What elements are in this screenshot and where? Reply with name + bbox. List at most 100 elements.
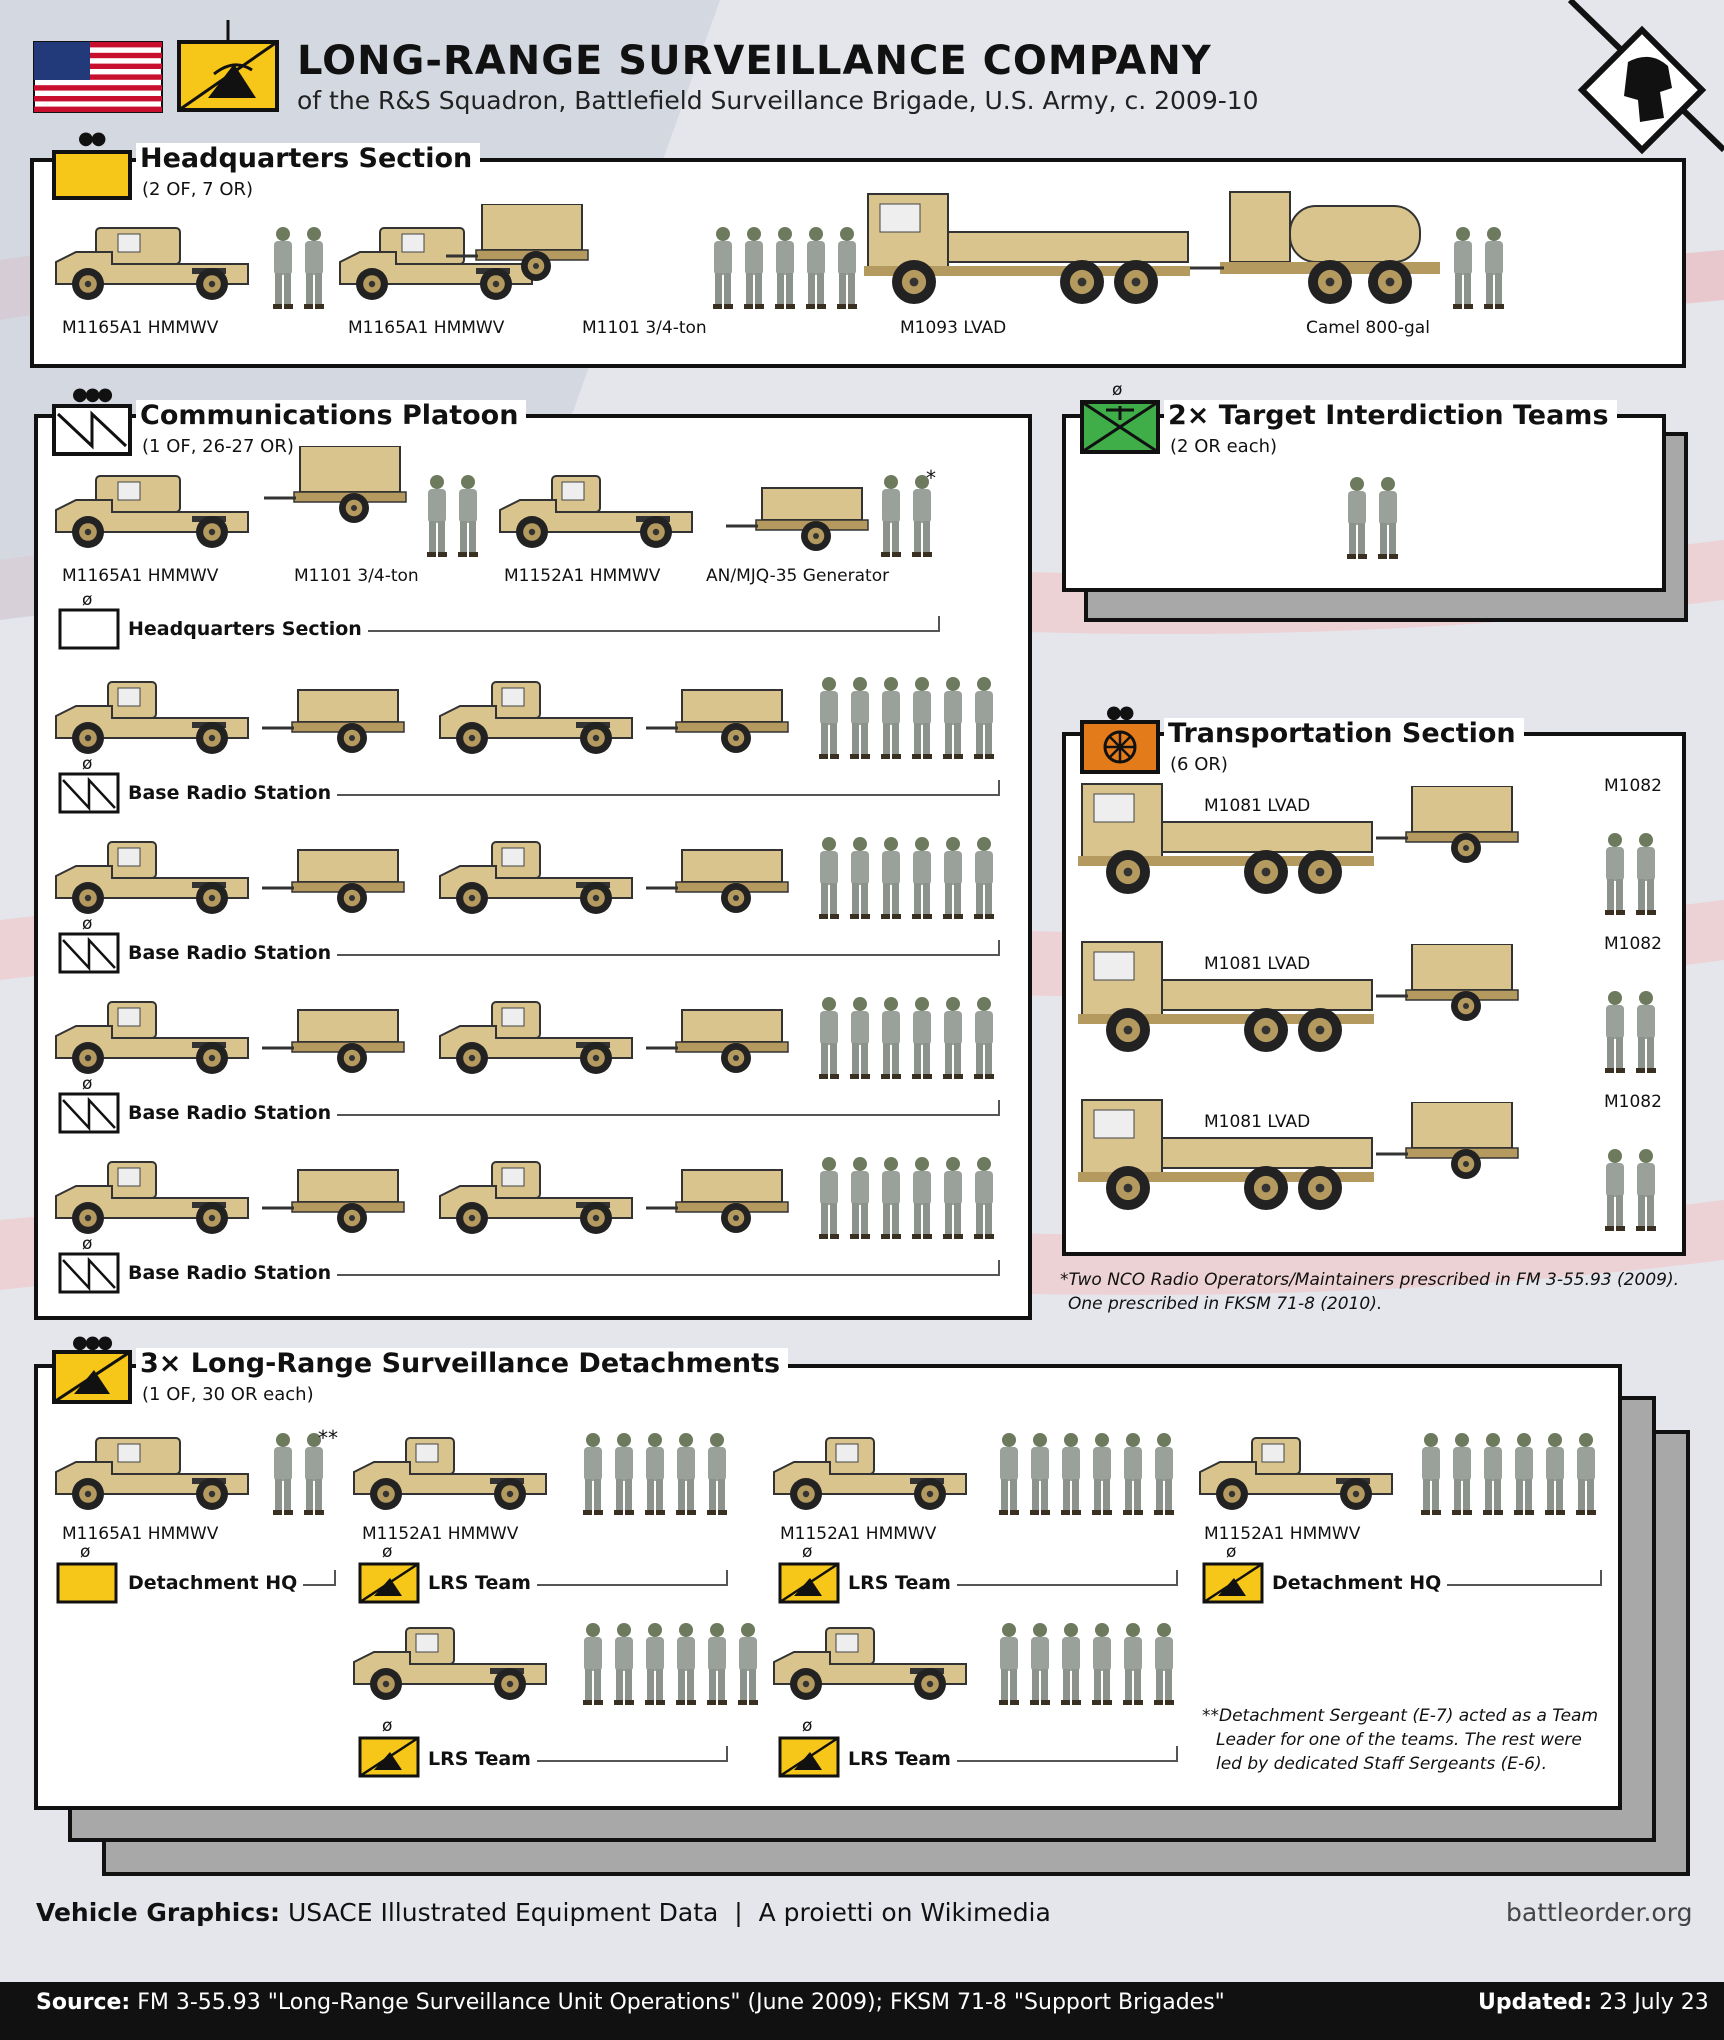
- lrs-soldier: [1154, 1433, 1174, 1515]
- hmmwv-icon: [773, 1437, 967, 1510]
- team-mark: ø: [82, 590, 93, 610]
- lrs-soldier: [676, 1623, 696, 1705]
- site-link[interactable]: battleorder.org: [1506, 1898, 1693, 1927]
- hq-soldier: [1453, 227, 1473, 309]
- lrs-company-symbol: [177, 20, 279, 112]
- hmmwv-icon: [499, 475, 693, 548]
- comms-soldier: [881, 1157, 901, 1239]
- lrs-soldier: [738, 1623, 758, 1705]
- generator-trailer-icon: [262, 849, 405, 913]
- hmmwv-icon: [439, 1001, 633, 1074]
- comms-soldier: [943, 677, 963, 759]
- hq-label-1: M1165A1 HMMWV: [62, 318, 219, 338]
- hq-soldier: [744, 227, 764, 309]
- tit-soldier: [1347, 477, 1367, 559]
- hmmwv-icon: [353, 1437, 547, 1510]
- comms-title: Communications Platoon: [136, 400, 527, 431]
- det-hq-label-1: Detachment HQ: [128, 1572, 304, 1594]
- m1082-trailer-icon: [1376, 944, 1519, 1021]
- lrs-soldier: [645, 1623, 665, 1705]
- lrs-soldier: [614, 1623, 634, 1705]
- comms-asterisk: *: [926, 466, 936, 490]
- transport-soldier: [1636, 833, 1656, 915]
- generator-trailer-icon: [262, 1009, 405, 1073]
- lrs-label-2: M1152A1 HMMWV: [362, 1524, 519, 1544]
- lrs-soldier: [1092, 1433, 1112, 1515]
- comms-soldier: [819, 837, 839, 919]
- comms-soldier: [881, 837, 901, 919]
- generator-trailer-icon: [646, 849, 789, 913]
- lrs-soldier: [583, 1623, 603, 1705]
- hmmwv-icon: [439, 681, 633, 754]
- comms-soldier: [881, 475, 901, 557]
- lrs-soldier: [1030, 1433, 1050, 1515]
- comms-label-1: M1165A1 HMMWV: [62, 566, 219, 586]
- lrs-team-label-1: LRS Team: [428, 1572, 537, 1594]
- comms-soldier: [912, 475, 932, 557]
- page-title: LONG-RANGE SURVEILLANCE COMPANY: [297, 38, 1212, 84]
- comms-soldier: [974, 997, 994, 1079]
- lrs-soldier: [304, 1433, 324, 1515]
- hq-label-4: M1093 LVAD: [900, 318, 1007, 338]
- hmmwv-icon: [55, 1161, 249, 1234]
- trailer-icon: [264, 446, 407, 523]
- lrs-note-3: led by dedicated Staff Sergeants (E-6).: [1216, 1754, 1547, 1774]
- comms-label-3: M1152A1 HMMWV: [504, 566, 661, 586]
- brs-label-2: Base Radio Station: [128, 942, 338, 964]
- hq-soldier: [775, 227, 795, 309]
- comms-soldier: [819, 677, 839, 759]
- lrs-team-label-2: LRS Team: [848, 1572, 957, 1594]
- m1082-label-2: M1082: [1604, 934, 1662, 954]
- credits-label: Vehicle Graphics:: [36, 1898, 281, 1927]
- lrs-soldier: [1123, 1623, 1143, 1705]
- transport-sub: (6 OR): [1170, 754, 1228, 775]
- transport-soldier: [1636, 1149, 1656, 1231]
- hq-soldier: [713, 227, 733, 309]
- hmmwv-icon: [353, 1627, 547, 1700]
- comms-sub: (1 OF, 26-27 OR): [142, 436, 294, 457]
- comms-hq-symbol: [58, 608, 120, 650]
- battleorder-logo: [1567, 0, 1724, 155]
- m1081-truck-icon: [1078, 783, 1374, 894]
- hmmwv-icon: [439, 1161, 633, 1234]
- team-mark: ø: [802, 1542, 813, 1562]
- lrs-soldier: [1061, 1623, 1081, 1705]
- hq-label-2: M1165A1 HMMWV: [348, 318, 505, 338]
- lrs-soldier: [645, 1433, 665, 1515]
- generator-trailer-icon: [262, 1169, 405, 1233]
- updated-text: 23 July 23: [1599, 1990, 1709, 2015]
- hmmwv-icon: [773, 1627, 967, 1700]
- transport-soldier: [1605, 1149, 1625, 1231]
- footer-updated: Updated: 23 July 23: [1478, 1990, 1709, 2015]
- team-mark: ø: [82, 754, 93, 774]
- lrs-soldier: [707, 1433, 727, 1515]
- comms-hq-label: Headquarters Section: [128, 618, 368, 640]
- lrs-note-2: Leader for one of the teams. The rest we…: [1216, 1730, 1582, 1750]
- lrs-soldier: [1452, 1433, 1472, 1515]
- transport-title: Transportation Section: [1164, 718, 1524, 749]
- hq-soldier: [837, 227, 857, 309]
- team-mark: ø: [1226, 1542, 1237, 1562]
- hmmwv-icon: [55, 227, 249, 300]
- credits-line: Vehicle Graphics: USACE Illustrated Equi…: [36, 1898, 1051, 1927]
- team-mark: ø: [382, 1716, 393, 1736]
- m1082-label-3: M1082: [1604, 1092, 1662, 1112]
- generator-trailer-icon: [646, 1169, 789, 1233]
- comms-soldier: [850, 997, 870, 1079]
- lrs-soldier: [614, 1433, 634, 1515]
- brs-label-4: Base Radio Station: [128, 1262, 338, 1284]
- lrs-soldier: [1154, 1623, 1174, 1705]
- comms-soldier: [943, 1157, 963, 1239]
- lrs-team-label-3: LRS Team: [428, 1748, 537, 1770]
- lrs-sub: (1 OF, 30 OR each): [142, 1384, 314, 1405]
- lrs-team-label-4: LRS Team: [848, 1748, 957, 1770]
- comms-soldier: [819, 997, 839, 1079]
- hmmwv-icon: [339, 227, 533, 300]
- team-mark: ø: [82, 914, 93, 934]
- lrs-team-symbol: [358, 1562, 420, 1604]
- echelon-platoon-mark: ●●●: [72, 384, 113, 405]
- hq-soldier: [1484, 227, 1504, 309]
- base-radio-station-symbol: [58, 772, 120, 814]
- lrs-title: 3× Long-Range Surveillance Detachments: [136, 1348, 789, 1379]
- transport-soldier: [1605, 991, 1625, 1073]
